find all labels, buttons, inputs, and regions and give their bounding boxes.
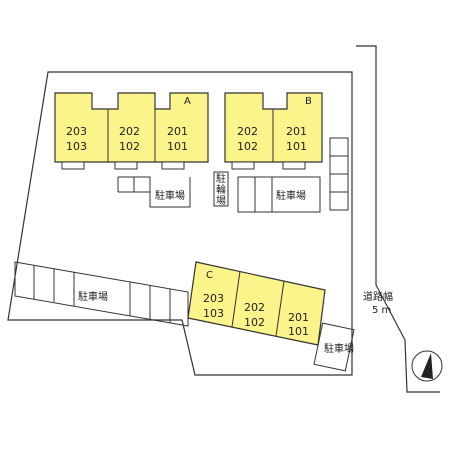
unit-b2-upper: 201 [286,125,307,138]
building-c: C 203 103 202 102 201 101 [187,261,326,346]
building-b: B 202 102 201 101 [224,92,323,170]
road-edge [356,45,440,393]
unit-c3-upper: 201 [288,311,309,324]
bicycle-parking-char-2: 輪 [216,183,226,196]
parking-south: 駐車場 [313,322,355,372]
bicycle-parking-char-1: 駐 [216,172,226,185]
building-b-label: B [305,96,312,107]
parking-a-label: 駐車場 [155,189,185,202]
unit-c1-lower: 103 [203,307,224,320]
parking-b: 駐車場 [237,137,349,213]
unit-b1-upper: 202 [237,125,258,138]
parking-west: 駐車場 [14,261,189,327]
road-width-value: 5 m [372,305,391,316]
unit-a3-lower: 101 [167,140,188,153]
building-a: A 203 103 202 102 201 101 [54,92,209,170]
building-c-label: C [206,270,213,281]
unit-c2-upper: 202 [244,301,265,314]
site-boundary [7,71,353,376]
unit-c3-lower: 101 [288,325,309,338]
unit-a1-upper: 203 [66,125,87,138]
parking-b-label: 駐車場 [276,189,306,202]
unit-c1-upper: 203 [203,292,224,305]
north-arrow-icon [411,350,443,382]
parking-west-label: 駐車場 [78,290,108,303]
building-a-label: A [184,96,191,107]
unit-c2-lower: 102 [244,316,265,329]
unit-a1-lower: 103 [66,140,87,153]
unit-a3-upper: 201 [167,125,188,138]
bicycle-parking: 駐 輪 場 [213,171,229,207]
unit-b2-lower: 101 [286,140,307,153]
parking-a: 駐車場 [117,176,191,208]
unit-a2-lower: 102 [119,140,140,153]
parking-south-label: 駐車場 [324,342,354,355]
unit-a2-upper: 202 [119,125,140,138]
bicycle-parking-char-3: 場 [216,194,226,207]
unit-b1-lower: 102 [237,140,258,153]
road-width-label: 道路幅 [363,290,393,303]
